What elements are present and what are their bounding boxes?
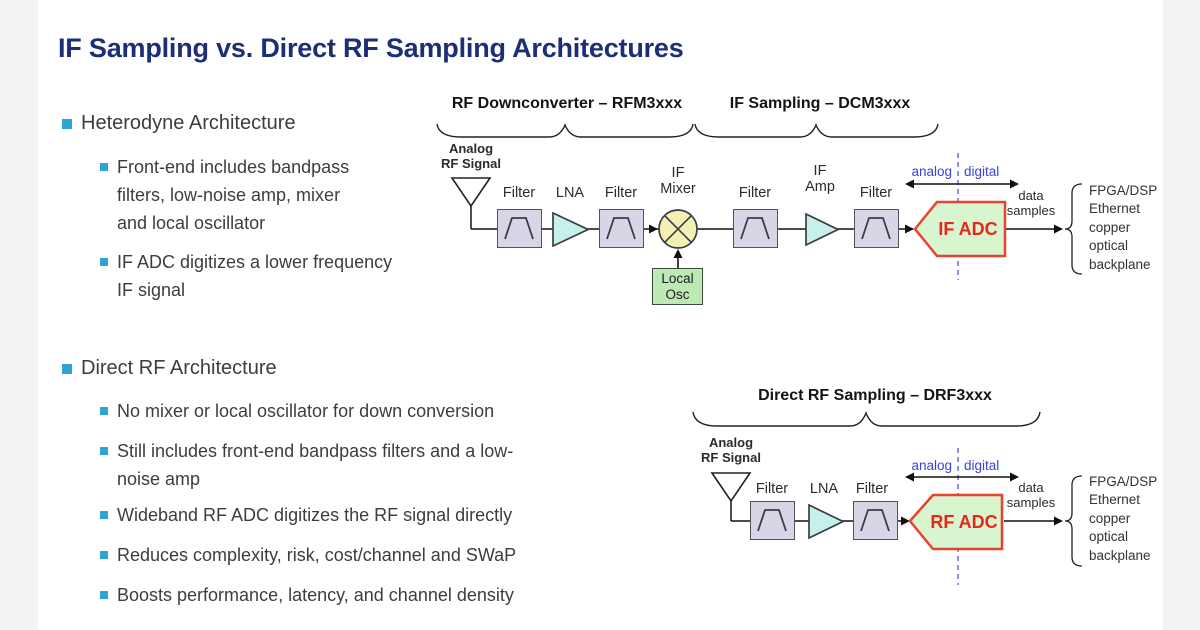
- group-label-direct-rf: Direct RF Sampling – DRF3xxx: [758, 387, 992, 404]
- arrowhead-adc-in: [905, 224, 914, 234]
- bullet-square-icon: [62, 119, 72, 129]
- filter2-block-bottom: [853, 501, 898, 540]
- bandpass-icon: [740, 217, 770, 240]
- bullet-reduces: Reduces complexity, risk, cost/channel a…: [100, 541, 516, 569]
- filter1-block-bottom: [750, 501, 795, 540]
- arrowhead-mixer-in: [649, 224, 658, 234]
- bullet-no-mixer-text: No mixer or local oscillator for down co…: [117, 401, 495, 421]
- bullet-boosts: Boosts performance, latency, and channel…: [100, 581, 514, 609]
- analog-rf-signal-label-bottom: Analog RF Signal: [701, 435, 761, 465]
- bandpass-icon: [504, 217, 534, 240]
- outputs-list: FPGA/DSP Ethernet copper optical backpla…: [1089, 183, 1158, 272]
- mixer-icon: [658, 209, 698, 249]
- antenna-icon: [450, 177, 492, 208]
- bullet-square-icon: [100, 551, 108, 559]
- bandpass-icon: [757, 509, 787, 532]
- bullet-square-icon: [100, 258, 108, 266]
- if-amp-label: IF Amp: [805, 163, 835, 195]
- amplifier-icon: [808, 504, 844, 539]
- outputs-brace: [1064, 183, 1083, 275]
- analog-label-bottom: analog: [911, 458, 952, 473]
- bullet-square-icon: [100, 407, 108, 415]
- amplifier-icon: [805, 213, 839, 246]
- group-label-rf-downconverter: RF Downconverter – RFM3xxx: [451, 95, 683, 112]
- outputs-list-bottom: FPGA/DSP Ethernet copper optical backpla…: [1089, 474, 1158, 563]
- left-margin-strip: [0, 0, 38, 630]
- heading-direct-rf-label: Direct RF Architecture: [81, 357, 277, 379]
- rf-adc-label: RF ADC: [930, 511, 998, 532]
- filter1-label: Filter: [502, 185, 536, 201]
- page-title: IF Sampling vs. Direct RF Sampling Archi…: [58, 33, 684, 63]
- bullet-if-adc-text: IF ADC digitizes a lower frequency IF si…: [117, 252, 393, 300]
- arrowhead-adc-in-bottom: [901, 516, 910, 526]
- if-adc-block: IF ADC: [913, 200, 1007, 258]
- filter1-label-bottom: Filter: [755, 481, 789, 497]
- lna-label-bottom: LNA: [809, 481, 839, 497]
- bullet-boosts-text: Boosts performance, latency, and channel…: [117, 585, 514, 605]
- bullet-still-includes: Still includes front-end bandpass filter…: [100, 437, 513, 493]
- if-mixer-block: [656, 207, 700, 251]
- filter2-block: [599, 209, 644, 248]
- adc-shape-icon: [913, 200, 1007, 258]
- filter2-label: Filter: [604, 185, 638, 201]
- brace-direct-rf: [692, 411, 1041, 427]
- brace-if-sampling: [694, 123, 939, 138]
- lna-block: [552, 212, 589, 247]
- bullet-square-icon: [100, 511, 108, 519]
- if-mixer-label: IF Mixer: [660, 165, 696, 197]
- bullet-square-icon: [62, 364, 72, 374]
- filter2-label-bottom: Filter: [855, 481, 889, 497]
- bandpass-icon: [606, 217, 636, 240]
- amplifier-icon: [552, 212, 589, 247]
- bullet-square-icon: [100, 447, 108, 455]
- lna-label: LNA: [555, 185, 585, 201]
- filter3-block: [733, 209, 778, 248]
- outputs-brace-bottom: [1064, 475, 1083, 567]
- if-adc-label: IF ADC: [938, 218, 998, 239]
- if-amp-block: [805, 213, 839, 246]
- data-samples-label-bottom: data samples: [1006, 480, 1056, 510]
- rf-adc-block: RF ADC: [908, 493, 1004, 551]
- bullet-frontend: Front-end includes bandpass filters, low…: [100, 153, 349, 237]
- bullet-if-adc: IF ADC digitizes a lower frequency IF si…: [100, 248, 392, 304]
- bullet-square-icon: [100, 163, 108, 171]
- analog-rf-signal-label: Analog RF Signal: [441, 141, 501, 171]
- digital-label: digital: [964, 164, 1000, 179]
- filter4-label: Filter: [859, 185, 893, 201]
- analog-label: analog: [911, 164, 952, 179]
- local-osc-block: Local Osc: [652, 268, 703, 305]
- right-margin-strip: [1163, 0, 1200, 630]
- brace-rf-downconverter: [436, 123, 694, 138]
- bullet-frontend-text: Front-end includes bandpass filters, low…: [117, 157, 350, 233]
- bullet-wideband: Wideband RF ADC digitizes the RF signal …: [100, 501, 512, 529]
- heading-direct-rf: Direct RF Architecture: [62, 357, 277, 380]
- filter4-block: [854, 209, 899, 248]
- digital-label-bottom: digital: [964, 458, 1000, 473]
- lna-block-bottom: [808, 504, 844, 539]
- bandpass-icon: [861, 217, 891, 240]
- group-label-if-sampling: IF Sampling – DCM3xxx: [729, 95, 911, 112]
- bandpass-icon: [860, 509, 890, 532]
- bullet-no-mixer: No mixer or local oscillator for down co…: [100, 397, 494, 425]
- heading-heterodyne-label: Heterodyne Architecture: [81, 112, 296, 134]
- bullet-wideband-text: Wideband RF ADC digitizes the RF signal …: [117, 505, 513, 525]
- filter3-label: Filter: [738, 185, 772, 201]
- bullet-square-icon: [100, 591, 108, 599]
- bullet-still-includes-text: Still includes front-end bandpass filter…: [117, 441, 514, 489]
- adc-shape-icon: [908, 493, 1004, 551]
- antenna-icon-bottom: [710, 472, 752, 503]
- bullet-reduces-text: Reduces complexity, risk, cost/channel a…: [117, 545, 517, 565]
- data-samples-label: data samples: [1006, 188, 1056, 218]
- filter1-block: [497, 209, 542, 248]
- heading-heterodyne: Heterodyne Architecture: [62, 112, 296, 135]
